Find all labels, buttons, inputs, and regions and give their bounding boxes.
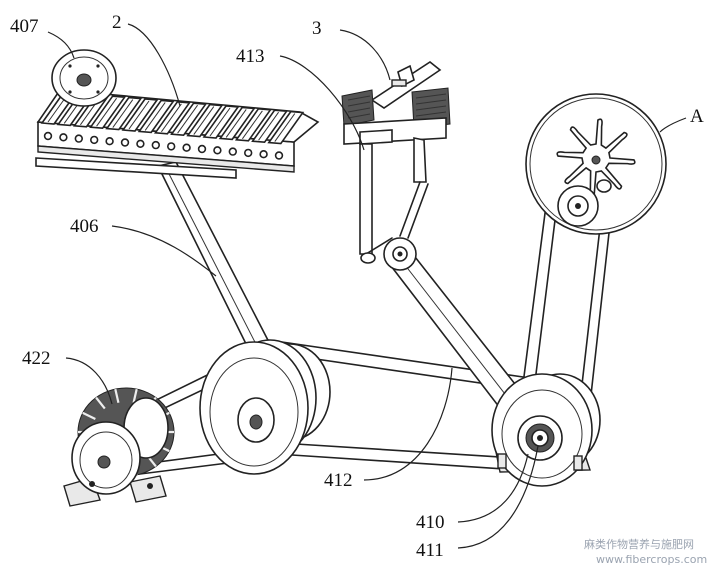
conveyor-roller: [218, 106, 256, 141]
conveyor-roller: [170, 102, 208, 137]
conveyor-roller: [121, 98, 159, 132]
frame-bolts: [43, 131, 284, 160]
part-labels: 407 2 3 413 A 406 422 412 410 411: [10, 12, 704, 561]
frame-bolt: [136, 139, 145, 149]
label-410: 410: [416, 512, 445, 533]
large-pulley: [199, 339, 331, 475]
frame-bolt: [197, 144, 207, 154]
frame-bolt: [182, 143, 191, 152]
conveyor-rollers: [40, 91, 305, 145]
watermark: 麻类作物营养与施肥网 www.fibercrops.com: [584, 537, 707, 566]
conveyor-roller: [153, 100, 191, 135]
label-2: 2: [112, 12, 122, 33]
pivot-joint: [383, 237, 417, 271]
conveyor-roller: [186, 103, 224, 138]
conveyor-roller: [105, 96, 143, 131]
motor-422: [63, 387, 175, 507]
label-406: 406: [70, 216, 99, 237]
right-vertical-belt: [521, 189, 613, 405]
label-413: 413: [236, 46, 265, 67]
watermark-url: www.fibercrops.com: [596, 553, 707, 566]
roller-conveyor: [35, 89, 320, 179]
end-disc-407: [51, 49, 117, 107]
conveyor-roller: [89, 95, 127, 130]
support-link-406: [156, 161, 274, 358]
frame-bolt: [213, 146, 222, 155]
conveyor-roller: [267, 110, 305, 145]
frame-bolt: [244, 148, 253, 158]
frame-bolt: [105, 137, 114, 146]
star-wheel-pulley-a: [525, 93, 667, 235]
frame-bolt: [89, 135, 99, 145]
conveyor-roller: [202, 105, 240, 139]
frame-bolt: [59, 133, 68, 142]
motor-fin: [132, 388, 138, 403]
frame-bolt: [43, 131, 53, 141]
conveyor-roller: [234, 107, 272, 142]
cutter-assembly-3: [341, 61, 451, 264]
frame-bolt: [120, 138, 130, 147]
frame-bolt: [167, 142, 176, 151]
label-3: 3: [312, 18, 322, 39]
bearing-411: [517, 415, 563, 461]
motor-fin: [114, 388, 120, 403]
lower-right-pulley-410: [491, 373, 601, 487]
label-411: 411: [416, 540, 444, 561]
watermark-cn: 麻类作物营养与施肥网: [584, 537, 694, 551]
conveyor-roller: [137, 99, 175, 134]
conveyor-roller: [251, 109, 289, 144]
leader-lines: [47, 23, 687, 549]
label-a: A: [690, 106, 704, 127]
motor-fin: [95, 396, 106, 410]
label-407: 407: [10, 16, 39, 37]
label-422: 422: [22, 348, 51, 369]
motor-fin: [82, 411, 96, 420]
frame-bolt: [274, 151, 284, 160]
frame-bolt: [259, 150, 268, 159]
frame-bolt: [74, 134, 84, 143]
label-412: 412: [324, 470, 353, 491]
frame-bolt: [151, 140, 161, 150]
frame-bolt: [228, 147, 238, 156]
